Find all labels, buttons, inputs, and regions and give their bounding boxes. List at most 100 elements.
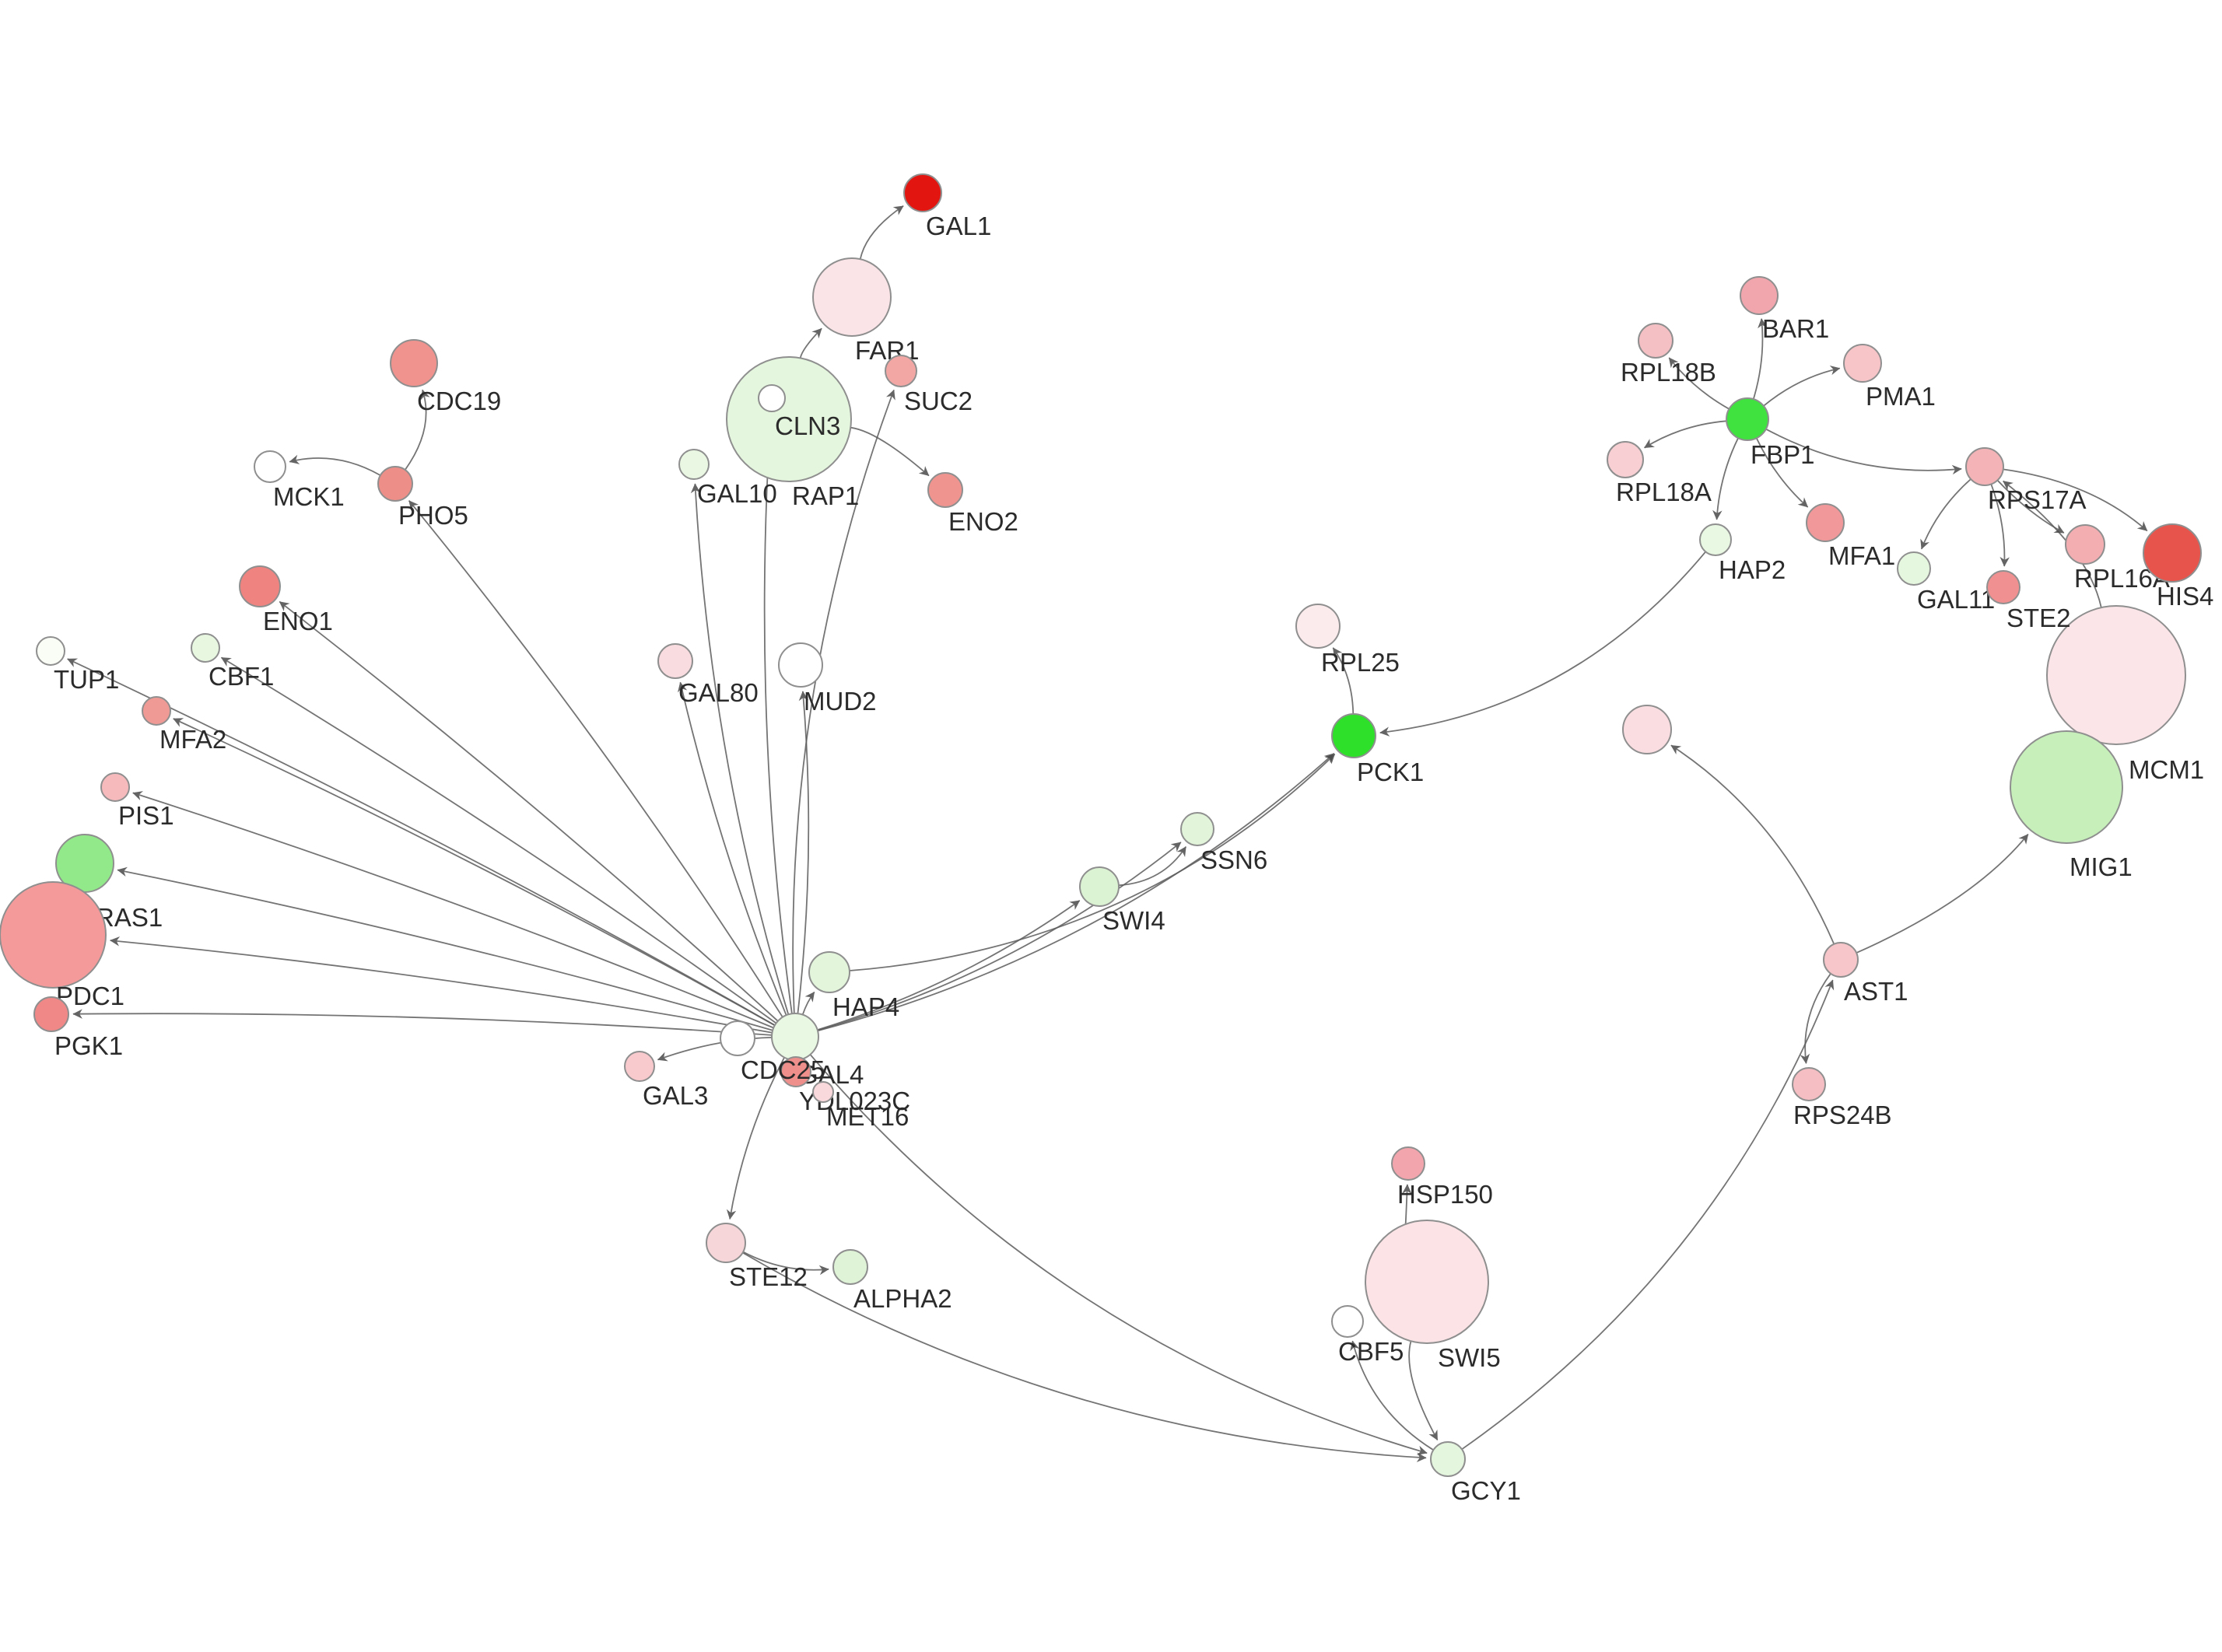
edge-gal4-ras1[interactable] (117, 866, 773, 1031)
node-hap2[interactable] (1699, 523, 1732, 556)
edge-gal4-mud2[interactable] (797, 691, 810, 1014)
edge-pho5-mck1[interactable] (289, 454, 381, 476)
edge-gal4-mfa2[interactable] (173, 718, 776, 1027)
node-ydl023c[interactable] (780, 1056, 811, 1087)
edge-gal4-cln3[interactable] (763, 415, 793, 1014)
edge-gal4-gal10[interactable] (690, 483, 790, 1015)
node-rpl18a[interactable] (1607, 441, 1644, 478)
node-rps17a[interactable] (1965, 447, 2004, 486)
edge-fbp1-rpl18b[interactable] (1668, 357, 1730, 410)
node-pgk1[interactable] (33, 996, 69, 1032)
edge-fbp1-bar1[interactable] (1752, 318, 1768, 400)
edge-gal4-suc2[interactable] (792, 389, 895, 1014)
edge-far1-gal1[interactable] (859, 205, 904, 260)
edge-gal4-cbf1[interactable] (220, 656, 777, 1024)
node-mck1[interactable] (254, 450, 286, 483)
node-fbp1[interactable] (1726, 397, 1769, 441)
edge-ast1-rps24b[interactable] (1800, 973, 1831, 1064)
edge-ast1-mig1[interactable] (1856, 834, 2029, 954)
edge-pck1-rpl25[interactable] (1332, 647, 1355, 715)
edge-gal4-ste12[interactable] (726, 1057, 785, 1220)
edge-rps17a-ste2[interactable] (1990, 484, 2010, 567)
node-rpl25[interactable] (1295, 604, 1341, 649)
node-pck1[interactable] (1331, 713, 1376, 758)
edge-gal4-eno1[interactable] (279, 600, 779, 1022)
node-pis1[interactable] (100, 772, 130, 802)
node-swi4[interactable] (1079, 866, 1120, 907)
node-pho5[interactable] (377, 466, 413, 502)
node-mud2[interactable] (778, 642, 823, 688)
edge-gal4-tup1[interactable] (67, 658, 776, 1026)
edge-pho5-cdc19[interactable] (404, 389, 430, 471)
edge-fbp1-mfa1[interactable] (1755, 437, 1809, 508)
edge-gcy1-cbf5[interactable] (1350, 1340, 1434, 1451)
edge-gal4-pgk1[interactable] (72, 1009, 773, 1036)
node-gal11[interactable] (1897, 551, 1931, 586)
edge-gal4-gcy1[interactable] (809, 1054, 1428, 1455)
edge-swi4-ssn6[interactable] (1118, 846, 1187, 887)
node-gal1[interactable] (903, 173, 942, 212)
edge-ste12-gcy1[interactable] (742, 1251, 1427, 1462)
node-his4[interactable] (2143, 523, 2202, 583)
edge-rps17a-gal11[interactable] (1920, 478, 1971, 550)
edge-rps17a-rpl16a[interactable] (1996, 479, 2065, 534)
node-ssn6[interactable] (1180, 812, 1214, 846)
node-mig1[interactable] (2010, 730, 2123, 844)
edge-gcy1-ast1[interactable] (1461, 979, 1835, 1451)
node-swi5[interactable] (1365, 1220, 1489, 1344)
edge-rap1-eno2[interactable] (850, 426, 930, 477)
edge-gal4-ssn6[interactable] (817, 842, 1182, 1031)
edge-gal4-pho5[interactable] (408, 500, 783, 1018)
edge-gal4-pis1[interactable] (132, 791, 774, 1029)
node-unlabeled[interactable] (1622, 705, 1672, 754)
node-pma1[interactable] (1843, 344, 1882, 383)
edge-gal4-pdc1[interactable] (110, 936, 773, 1034)
edge-gal4-hap4[interactable] (801, 991, 815, 1015)
node-ast1[interactable] (1823, 942, 1859, 978)
edge-ast1-unk1[interactable] (1670, 744, 1835, 945)
node-ste12[interactable] (706, 1223, 746, 1263)
node-gal80[interactable] (657, 643, 693, 679)
node-eno2[interactable] (927, 472, 963, 508)
node-mfa1[interactable] (1806, 503, 1845, 542)
node-rpl16a[interactable] (2065, 524, 2105, 565)
node-mfa2[interactable] (142, 696, 171, 726)
node-gcy1[interactable] (1430, 1441, 1466, 1477)
edge-gal4-gal80[interactable] (678, 681, 787, 1016)
node-cln3[interactable] (758, 384, 786, 412)
edge-fbp1-rpl18a[interactable] (1644, 420, 1727, 449)
node-gal4[interactable] (771, 1013, 819, 1061)
node-alpha2[interactable] (832, 1249, 868, 1285)
node-rpl18b[interactable] (1638, 323, 1674, 359)
edge-swi5-gcy1[interactable] (1408, 1341, 1439, 1440)
edge-rps17a-his4[interactable] (2003, 468, 2148, 532)
edge-ste12-alpha2[interactable] (742, 1251, 829, 1276)
edge-rap1-far1[interactable] (799, 327, 822, 359)
node-far1[interactable] (812, 257, 892, 337)
node-hsp150[interactable] (1391, 1146, 1425, 1181)
edge-gal4-swi4[interactable] (817, 900, 1081, 1031)
edge-hap4-pck1[interactable] (849, 754, 1336, 971)
edge-gal4-gal3[interactable] (657, 1037, 773, 1062)
node-mcm1[interactable] (2046, 605, 2186, 745)
node-hap4[interactable] (808, 951, 850, 993)
node-tup1[interactable] (36, 636, 65, 666)
edge-fbp1-hap2[interactable] (1712, 437, 1739, 520)
node-cbf1[interactable] (191, 633, 220, 663)
node-ste2[interactable] (1986, 570, 2020, 604)
edge-fbp1-rps17a[interactable] (1765, 428, 1962, 475)
node-gal10[interactable] (678, 449, 710, 480)
node-cbf5[interactable] (1331, 1305, 1364, 1338)
node-pdc1[interactable] (0, 881, 107, 989)
node-suc2[interactable] (885, 355, 917, 387)
node-rap1[interactable] (726, 356, 852, 482)
node-bar1[interactable] (1740, 276, 1779, 315)
node-gal3[interactable] (624, 1051, 655, 1082)
node-cdc25[interactable] (720, 1020, 755, 1056)
node-cdc19[interactable] (390, 339, 438, 387)
edge-fbp1-pma1[interactable] (1763, 365, 1841, 407)
node-met16[interactable] (812, 1081, 834, 1103)
node-eno1[interactable] (239, 565, 281, 607)
edge-gal4-pck1[interactable] (817, 753, 1335, 1032)
node-rps24b[interactable] (1792, 1067, 1826, 1101)
